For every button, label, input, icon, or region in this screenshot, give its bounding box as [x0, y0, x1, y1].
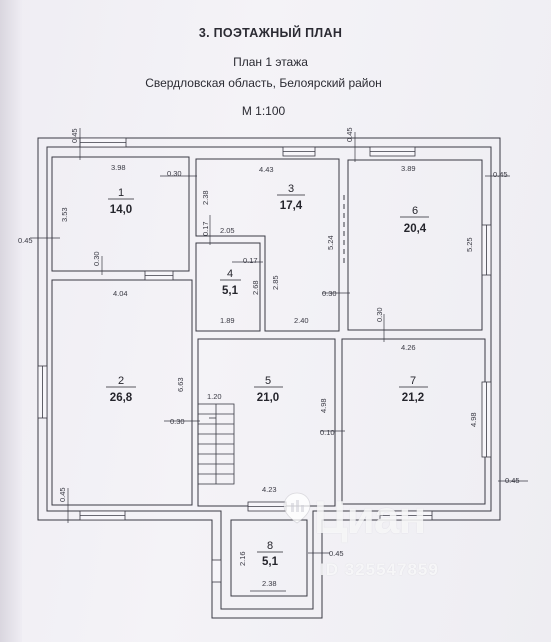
svg-text:2: 2: [118, 375, 124, 387]
room-labels: 1 14,0 2 26,8 3 17,4 4 5,1 5 21,0 6 20,4: [106, 183, 429, 568]
svg-text:6: 6: [412, 205, 418, 217]
dimension-labels: 0.45 3.98 0.30 3.53 0.45 0.30 4.04 6.63 …: [18, 127, 520, 588]
dim-524: 5.24: [326, 235, 335, 250]
svg-text:5: 5: [265, 375, 271, 387]
dim-010: 0.10: [320, 428, 335, 437]
dim-017a: 0.17: [201, 221, 210, 236]
dim-404: 4.04: [113, 289, 128, 298]
location-text: Свердловская область, Белоярский район: [145, 76, 382, 90]
dim-285: 2.85: [271, 275, 280, 290]
dim-030-room1: 0.30: [167, 169, 182, 178]
dim-045-bottom-left: 0.45: [58, 487, 67, 502]
room-3: 3 17,4: [277, 183, 305, 212]
dimension-lines: [30, 128, 528, 592]
windows: [37, 137, 492, 583]
svg-text:20,4: 20,4: [404, 223, 427, 235]
dim-045-top-mid: 0.45: [345, 127, 354, 142]
dim-498-left: 4.98: [319, 398, 328, 413]
room-4: 4 5,1: [220, 268, 241, 297]
dim-663: 6.63: [176, 377, 185, 392]
dim-423: 4.23: [262, 485, 277, 494]
dim-205: 2.05: [220, 226, 235, 235]
svg-text:5,1: 5,1: [262, 556, 279, 568]
dim-426: 4.26: [401, 343, 416, 352]
dim-238-porch: 2.38: [262, 579, 277, 588]
floor-title: План 1 этажа: [233, 55, 308, 69]
dim-389: 3.89: [401, 164, 416, 173]
svg-text:17,4: 17,4: [280, 200, 303, 212]
dim-030-room1b: 0.30: [92, 251, 101, 266]
room-8: 8 5,1: [257, 540, 283, 568]
room-1: 1 14,0: [108, 187, 134, 216]
dim-045-left: 0.45: [18, 236, 33, 245]
staircase: [197, 403, 235, 485]
dim-353: 3.53: [60, 207, 69, 222]
dim-030-stair: 0.30: [170, 417, 185, 426]
dim-030-room3: 0.30: [322, 289, 337, 298]
svg-text:21,2: 21,2: [402, 392, 424, 404]
dim-017b: 0.17: [243, 256, 258, 265]
room-7: 7 21,2: [399, 375, 428, 404]
dim-268: 2.68: [251, 280, 260, 295]
dim-525: 5.25: [465, 237, 474, 252]
dim-398: 3.98: [111, 163, 126, 172]
dim-216: 2.16: [238, 551, 247, 566]
svg-text:14,0: 14,0: [110, 204, 132, 216]
dim-238: 2.38: [201, 190, 210, 205]
dim-443: 4.43: [259, 165, 274, 174]
svg-text:8: 8: [267, 540, 273, 552]
watermark-brand: Циан: [314, 491, 426, 543]
svg-text:21,0: 21,0: [257, 392, 279, 404]
dim-189: 1.89: [220, 316, 235, 325]
svg-text:3: 3: [288, 183, 294, 195]
dim-030-room6: 0.30: [375, 307, 384, 322]
section-title: 3. ПОЭТАЖНЫЙ ПЛАН: [198, 26, 343, 40]
dim-045-right-top: 0.45: [493, 170, 508, 179]
svg-text:7: 7: [410, 375, 416, 387]
watermark-id: ID 325547859: [320, 560, 439, 579]
paper-edge: [0, 0, 22, 642]
room-5: 5 21,0: [254, 375, 283, 404]
svg-text:4: 4: [227, 268, 233, 280]
svg-text:1: 1: [118, 187, 124, 199]
dim-498-right: 4.98: [469, 412, 478, 427]
dim-045-right-bottom: 0.45: [505, 476, 520, 485]
svg-text:5,1: 5,1: [222, 285, 239, 297]
room-6: 6 20,4: [400, 205, 429, 235]
svg-text:26,8: 26,8: [110, 392, 133, 404]
cian-logo-icon: [283, 492, 311, 524]
dim-045-top-left: 0.45: [70, 128, 79, 143]
dim-045-porch: 0.45: [329, 549, 344, 558]
dim-240: 2.40: [294, 316, 309, 325]
dim-120: 1.20: [207, 392, 222, 401]
scale-text: М 1:100: [241, 104, 286, 118]
room-2: 2 26,8: [106, 375, 136, 404]
